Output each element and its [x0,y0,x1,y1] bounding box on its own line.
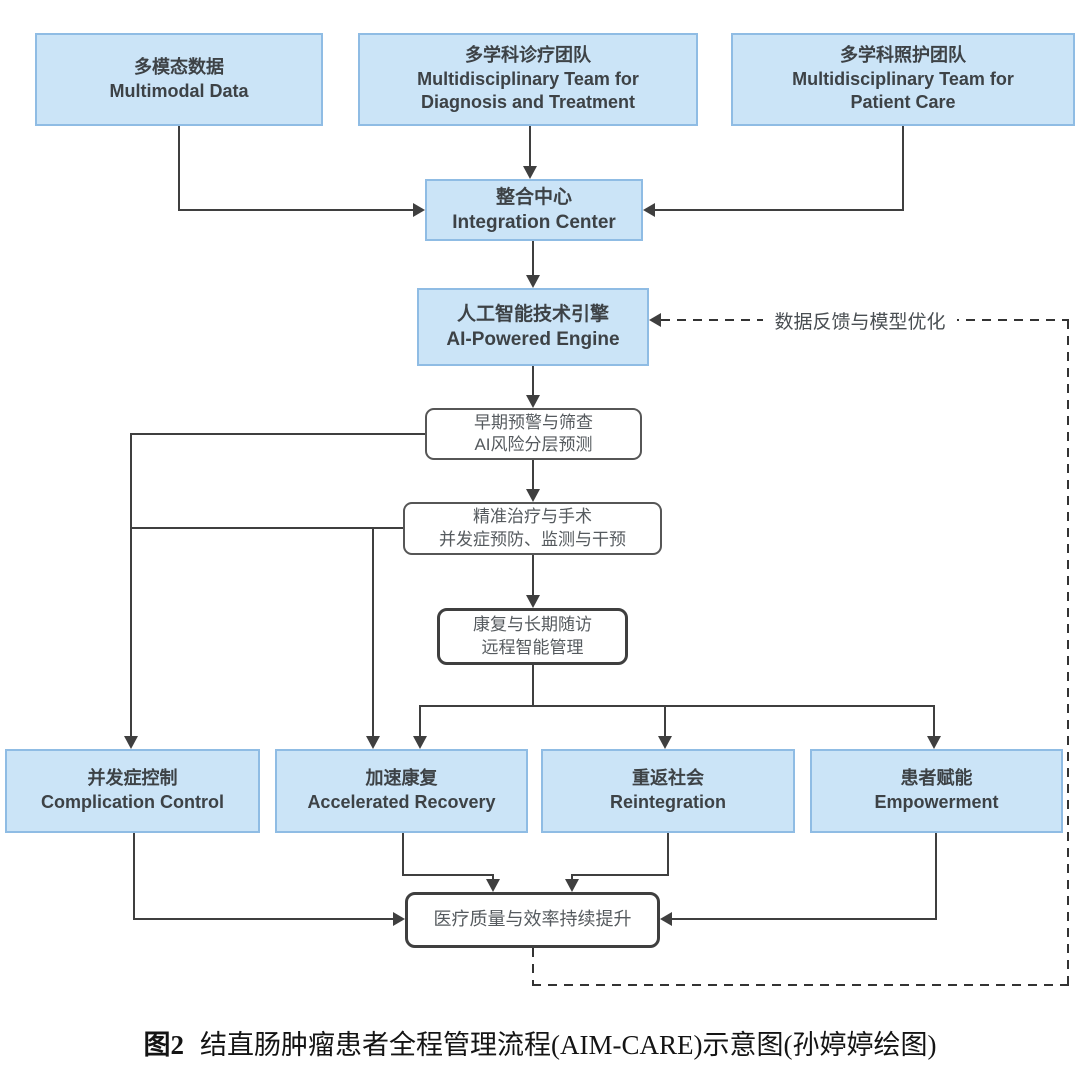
edge-reintegration-left [571,874,669,876]
node-early-warning: 早期预警与筛查 AI风险分层预测 [425,408,642,460]
arrowhead-into-integration-top [523,166,537,179]
edge-empowerment-left [672,918,937,920]
edge-recovery-down [402,833,404,876]
node-rehab-followup: 康复与长期随访 远程智能管理 [437,608,628,665]
node-mdt-diagnosis: 多学科诊疗团队 Multidisciplinary Team for Diagn… [358,33,698,126]
edge-rehab-down [532,665,534,707]
arrowhead-into-quality-top-b [565,879,579,892]
arrowhead-into-ai [526,275,540,288]
node-label-zh: 加速康复 [365,768,438,789]
node-label-line1: 精准治疗与手术 [473,507,592,527]
node-label-zh: 人工智能技术引擎 [456,303,609,325]
edge-treatment-left [130,527,403,529]
edge-branch-horizontal [419,705,935,707]
edge-feedback-top-left [661,319,767,321]
node-label-en: Integration Center [452,212,616,233]
node-label-line2: 远程智能管理 [481,637,584,657]
node-complication-control: 并发症控制 Complication Control [5,749,260,833]
arrowhead-into-complication [124,736,138,749]
node-ai-engine: 人工智能技术引擎 AI-Powered Engine [417,288,649,366]
node-label-en: Multidisciplinary Team for Diagnosis and… [417,68,639,113]
edge-recovery-right [402,874,494,876]
node-label-zh: 并发症控制 [87,768,178,789]
arrowhead-into-integration-left [413,203,425,217]
figure-caption-text: 结直肠肿瘤患者全程管理流程(AIM-CARE)示意图(孙婷婷绘图) [200,1030,937,1060]
edge-feedback-down [532,948,534,985]
node-label-en: AI-Powered Engine [446,329,620,350]
edge-left-route-down [130,433,132,736]
node-accelerated-recovery: 加速康复 Accelerated Recovery [275,749,528,833]
edge-screening-to-treatment [532,460,534,489]
edge-feedback-bottom [532,984,1069,986]
edge-complication-down [133,833,135,920]
edge-branch-recovery [419,705,421,736]
arrowhead-into-treatment [526,489,540,502]
node-label-en: Empowerment [874,792,999,812]
node-label-line1: 医疗质量与效率持续提升 [433,909,632,930]
arrowhead-into-empowerment [927,736,941,749]
node-mdt-care: 多学科照护团队 Multidisciplinary Team for Patie… [731,33,1075,126]
node-multimodal-data: 多模态数据 Multimodal Data [35,33,323,126]
node-integration-center: 整合中心 Integration Center [425,179,643,241]
edge-screening-left [130,433,425,435]
node-label-line1: 早期预警与筛查 [474,412,593,432]
arrowhead-into-recovery-a [366,736,380,749]
node-label-line2: AI风险分层预测 [474,435,593,454]
edge-reintegration-down [667,833,669,876]
arrowhead-feedback-into-ai [649,313,661,327]
node-label-zh: 多学科诊疗团队 [465,44,591,65]
edge-branch-empowerment [933,705,935,736]
edge-integration-to-ai [532,241,534,275]
arrowhead-into-quality-right [660,912,672,926]
node-label-zh: 整合中心 [495,186,572,208]
arrowhead-into-reintegration [658,736,672,749]
arrowhead-into-quality-left [393,912,405,926]
node-quality-improvement: 医疗质量与效率持续提升 [405,892,660,948]
arrowhead-into-recovery-b [413,736,427,749]
node-label-en: Multimodal Data [109,80,249,101]
arrowhead-into-quality-top-a [486,879,500,892]
edge-reintegration-stub [571,874,573,880]
figure-number: 图2 [143,1030,185,1060]
edge-multimodal-right [178,209,414,211]
feedback-label: 数据反馈与模型优化 [763,307,957,334]
figure-caption: 图2 结直肠肿瘤患者全程管理流程(AIM-CARE)示意图(孙婷婷绘图) [0,1023,1080,1062]
node-label-zh: 多学科照护团队 [840,44,966,65]
node-label-en: Accelerated Recovery [307,792,496,812]
edge-branch-reintegration [664,705,666,736]
node-label-line1: 康复与长期随访 [473,615,592,635]
node-empowerment: 患者赋能 Empowerment [810,749,1063,833]
edge-care-down [902,126,904,211]
edge-multimodal-down [178,126,180,211]
edge-feedback-up [1067,320,1069,985]
node-reintegration: 重返社会 Reintegration [541,749,795,833]
edge-treatment-branch-down [372,527,374,736]
edge-treatment-to-rehab [532,555,534,595]
edge-complication-right [133,918,393,920]
arrowhead-into-integration-right [643,203,655,217]
edge-feedback-top-right [950,319,1069,321]
node-precision-treatment: 精准治疗与手术 并发症预防、监测与干预 [403,502,662,555]
node-label-en: Multidisciplinary Team for Patient Care [792,68,1014,113]
node-label-en: Complication Control [41,792,224,812]
edge-care-left [655,209,904,211]
node-label-zh: 患者赋能 [900,768,973,789]
edge-recovery-stub [492,874,494,880]
node-label-en: Reintegration [609,792,726,812]
node-label-zh: 多模态数据 [134,56,224,77]
arrowhead-into-rehab [526,595,540,608]
edge-diagnosis-down [529,126,531,167]
node-label-zh: 重返社会 [632,768,704,789]
edge-empowerment-down [935,833,937,920]
edge-ai-to-screening [532,366,534,395]
arrowhead-into-screening [526,395,540,408]
node-label-line2: 并发症预防、监测与干预 [439,529,626,549]
